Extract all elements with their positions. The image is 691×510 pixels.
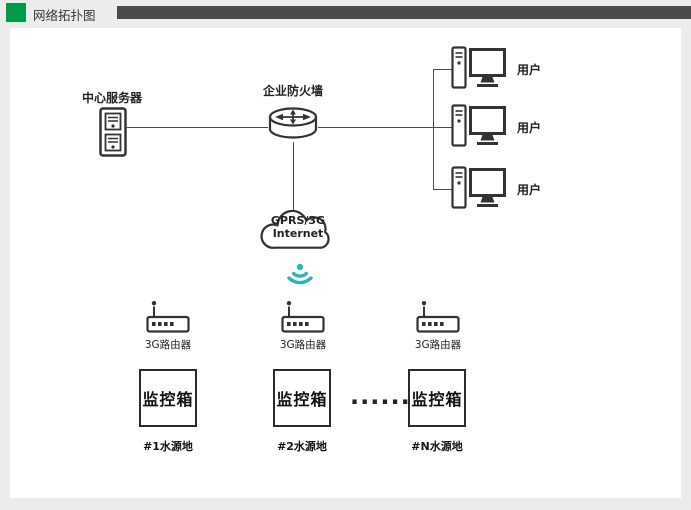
cloud-icon xyxy=(255,203,341,261)
cloud-label-line2: Internet xyxy=(272,227,324,240)
computer-icon xyxy=(451,104,507,154)
user-label: 用户 xyxy=(516,121,541,135)
router-label: 3G路由器 xyxy=(144,339,192,351)
cloud-label-line1: GPRS/3G xyxy=(270,214,326,227)
monitor-box: 监控箱 xyxy=(273,369,331,427)
server-icon xyxy=(99,107,127,161)
line-user2-stub xyxy=(433,127,453,128)
firewall-icon xyxy=(268,106,318,146)
line-server-firewall xyxy=(127,127,268,128)
line-firewall-users xyxy=(318,127,433,128)
site-label: #2水源地 xyxy=(277,440,327,453)
computer-icon xyxy=(451,46,507,96)
monitor-box-label: 监控箱 xyxy=(411,390,463,409)
user-label: 用户 xyxy=(516,183,541,197)
monitor-box-label: 监控箱 xyxy=(142,390,194,409)
monitor-box: 监控箱 xyxy=(139,369,197,427)
ellipsis: ...... xyxy=(350,382,411,410)
computer-icon xyxy=(451,166,507,216)
site-label: #N水源地 xyxy=(411,440,463,453)
page-title: 网络拓扑图 xyxy=(33,8,96,23)
router-icon xyxy=(416,300,460,338)
line-users-vertical xyxy=(433,69,434,189)
header-accent-square xyxy=(6,3,26,22)
line-user1-stub xyxy=(433,69,453,70)
header-bar xyxy=(117,6,691,19)
firewall-label: 企业防火墙 xyxy=(263,84,324,98)
diagram-panel xyxy=(10,28,681,498)
wifi-icon xyxy=(283,262,317,296)
line-user3-stub xyxy=(433,189,453,190)
cloud-label: GPRS/3G Internet xyxy=(255,214,341,240)
router-label: 3G路由器 xyxy=(279,339,327,351)
server-label: 中心服务器 xyxy=(82,91,143,105)
router-icon xyxy=(146,300,190,338)
router-icon xyxy=(281,300,325,338)
monitor-box-label: 监控箱 xyxy=(276,390,328,409)
router-label: 3G路由器 xyxy=(414,339,462,351)
site-label: #1水源地 xyxy=(143,440,193,453)
monitor-box: 监控箱 xyxy=(408,369,466,427)
line-firewall-cloud xyxy=(293,142,294,212)
user-label: 用户 xyxy=(516,63,541,77)
